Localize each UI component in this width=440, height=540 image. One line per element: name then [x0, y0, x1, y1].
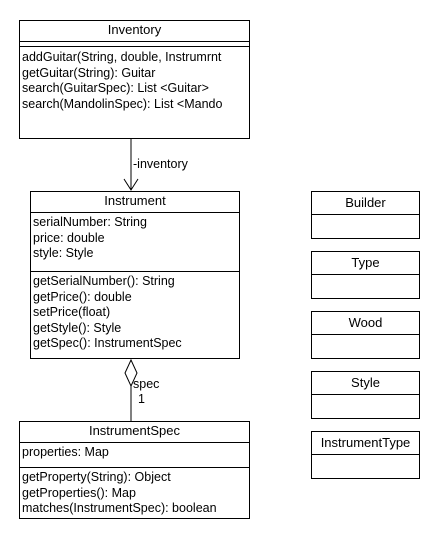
operation: getGuitar(String): Guitar [22, 65, 156, 80]
operation: search(MandolinSpec): List <Mando [22, 96, 223, 111]
class-instrument-spec-operations: getProperty(String): Object getPropertie… [20, 468, 249, 519]
class-inventory-attributes [20, 42, 249, 47]
operation: getPrice(): double [33, 289, 132, 304]
class-instrument-type[interactable]: InstrumentType [311, 431, 420, 479]
class-builder-name: Builder [312, 192, 419, 215]
class-style-name: Style [312, 372, 419, 395]
operation: getStyle(): Style [33, 320, 122, 335]
class-instrument-name: Instrument [31, 192, 239, 213]
operation: setPrice(float) [33, 305, 111, 319]
operation: getProperties(): Map [22, 485, 136, 500]
multiplicity-label-spec: 1 [138, 392, 145, 406]
class-instrument-operations: getSerialNumber(): String getPrice(): do… [31, 272, 239, 354]
class-type-name: Type [312, 252, 419, 275]
class-instrument[interactable]: Instrument serialNumber: String price: d… [30, 191, 240, 359]
role-label-spec: spec [133, 377, 160, 391]
role-label-inventory: -inventory [133, 157, 188, 171]
attribute: properties: Map [22, 445, 109, 459]
class-instrument-attributes: serialNumber: String price: double style… [31, 213, 239, 272]
operation: matches(InstrumentSpec): boolean [22, 501, 217, 515]
class-wood-name: Wood [312, 312, 419, 335]
operation: addGuitar(String, double, Instrumrnt [22, 50, 222, 64]
open-arrowhead-icon [123, 178, 139, 191]
class-type[interactable]: Type [311, 251, 420, 299]
class-builder[interactable]: Builder [311, 191, 420, 239]
attribute: style: Style [33, 246, 94, 260]
class-inventory[interactable]: Inventory addGuitar(String, double, Inst… [19, 20, 250, 139]
class-wood[interactable]: Wood [311, 311, 420, 359]
class-inventory-operations: addGuitar(String, double, Instrumrnt get… [20, 47, 249, 114]
class-instrument-spec-name: InstrumentSpec [20, 422, 249, 443]
attribute: price: double [33, 230, 105, 245]
class-instrument-spec[interactable]: InstrumentSpec properties: Map getProper… [19, 421, 250, 519]
operation: getSpec(): InstrumentSpec [33, 336, 182, 350]
operation: search(GuitarSpec): List <Guitar> [22, 81, 209, 95]
attribute: serialNumber: String [33, 215, 147, 229]
class-instrument-type-name: InstrumentType [312, 432, 419, 455]
operation: getSerialNumber(): String [33, 274, 175, 288]
class-style[interactable]: Style [311, 371, 420, 419]
class-instrument-spec-attributes: properties: Map [20, 443, 249, 468]
operation: getProperty(String): Object [22, 470, 171, 484]
class-inventory-name: Inventory [20, 21, 249, 42]
